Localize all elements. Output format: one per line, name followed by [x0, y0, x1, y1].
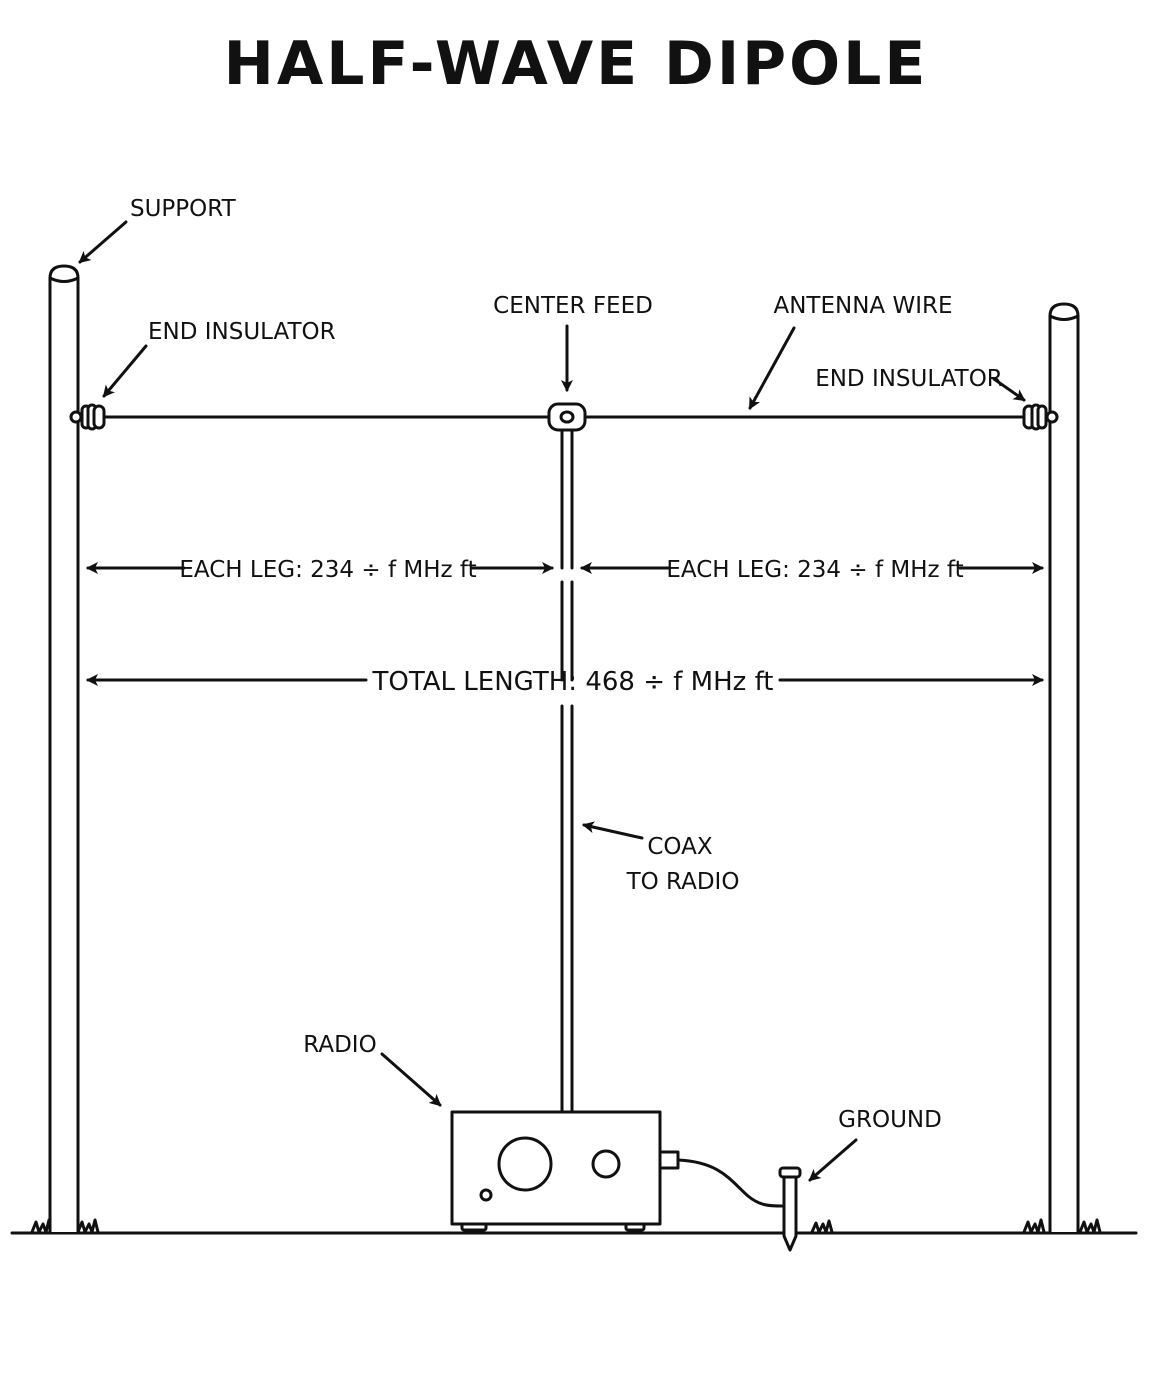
left-support-pole [48, 264, 80, 1232]
center-feed-block [547, 402, 587, 432]
ground-label: GROUND [838, 1107, 942, 1133]
grass-tufts [30, 1218, 1102, 1234]
end-insulator-left-label: END INSULATOR [148, 319, 336, 345]
radio-label: RADIO [303, 1032, 376, 1058]
coax-cable [560, 426, 574, 1114]
total-length-dimension-label: TOTAL LENGTH: 468 ÷ f MHz ft [372, 667, 774, 697]
coax-label-line1: COAX [647, 834, 712, 860]
center-feed-label: CENTER FEED [493, 293, 653, 319]
antenna-wire-pointer [748, 326, 796, 410]
ground-pointer [808, 1138, 858, 1182]
radio-unit [450, 1110, 680, 1232]
coax-label-line2: TO RADIO [626, 869, 740, 895]
right-end-insulator [1022, 403, 1059, 431]
radio-tuning-knob [497, 1136, 553, 1192]
coax-pointer [582, 821, 644, 840]
end-insulator-right-pointer [992, 377, 1026, 402]
right-leg-dimension-label: EACH LEG: 234 ÷ f MHz ft [666, 557, 963, 583]
right-support-pole [1048, 302, 1080, 1232]
support-pointer [78, 220, 128, 264]
ground-rod [778, 1166, 802, 1252]
left-end-insulator [69, 403, 106, 431]
support-label: SUPPORT [130, 196, 237, 222]
ground-wire [676, 1158, 784, 1208]
radio-ground-jack [658, 1150, 680, 1170]
diagram-title: HALF-WAVE DIPOLE [224, 29, 929, 99]
radio-indicator-light [479, 1188, 493, 1202]
antenna-wire-label: ANTENNA WIRE [773, 293, 952, 319]
radio-pointer [380, 1052, 442, 1107]
end-insulator-left-pointer [102, 344, 148, 398]
left-leg-dimension-label: EACH LEG: 234 ÷ f MHz ft [179, 557, 476, 583]
radio-small-knob [591, 1149, 621, 1179]
end-insulator-right-label: END INSULATOR [815, 366, 1003, 392]
